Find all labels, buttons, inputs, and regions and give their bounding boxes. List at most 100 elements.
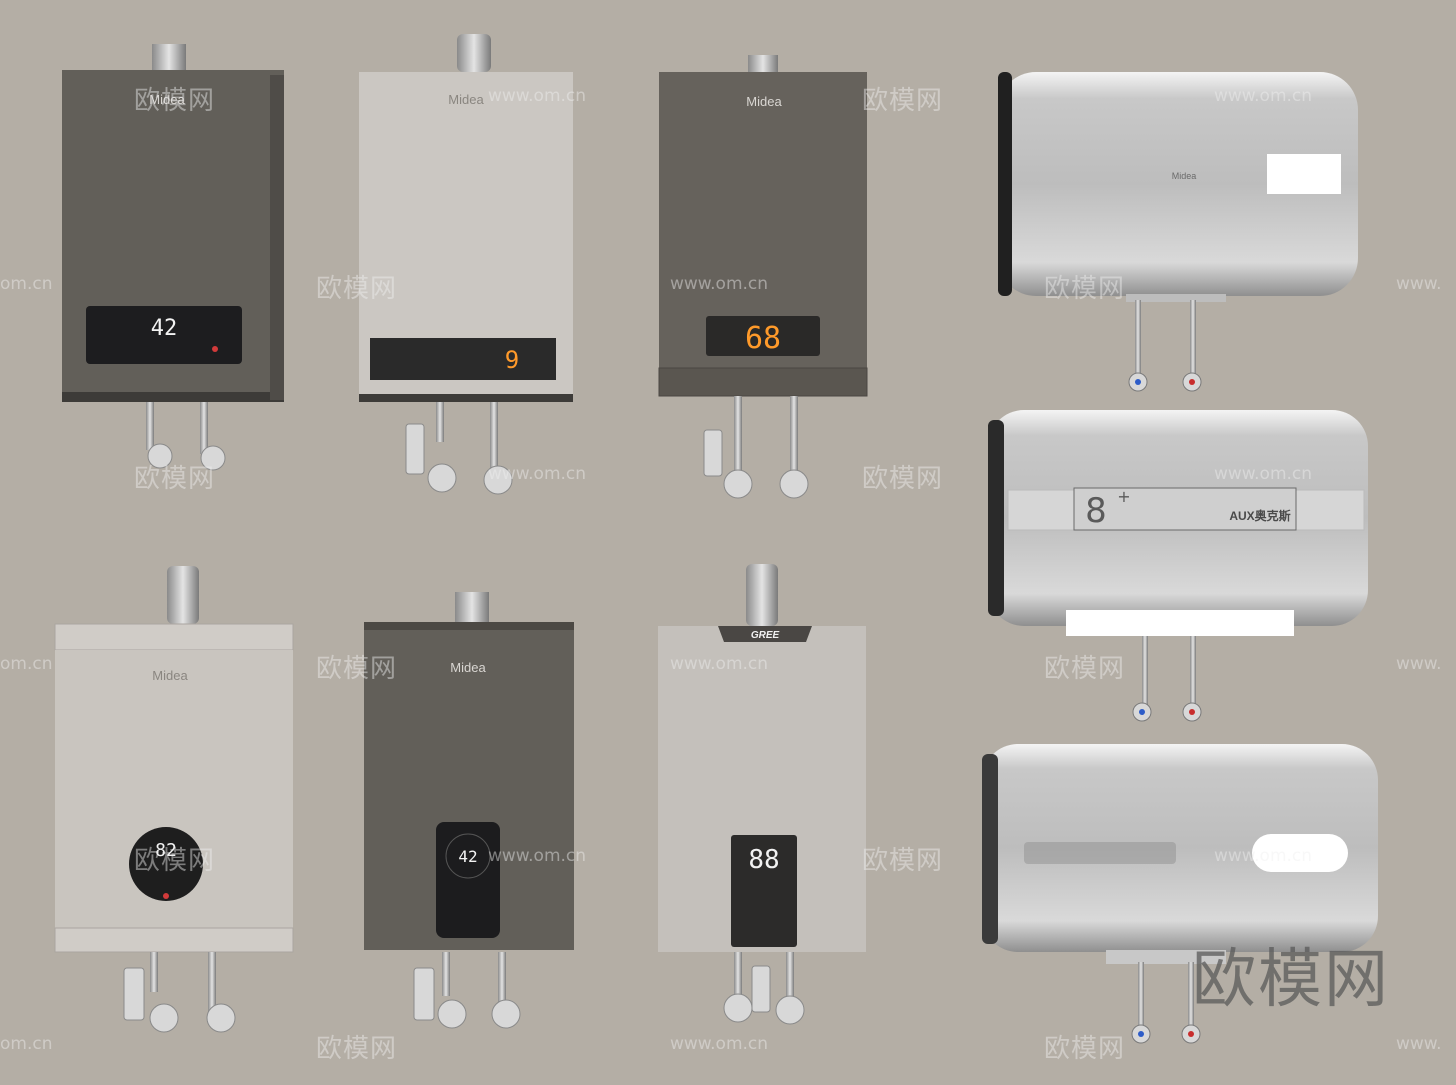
- flue-pipe: [748, 55, 778, 73]
- heater-6: GREE 88: [658, 564, 866, 1025]
- blurred-brand-strip: [1024, 842, 1176, 864]
- cold-pipe: [1138, 962, 1144, 1028]
- brand-logo: Midea: [450, 660, 486, 675]
- cold-indicator-icon: [1135, 379, 1141, 385]
- hot-pipe: [1188, 962, 1194, 1028]
- hot-indicator-icon: [1189, 379, 1195, 385]
- brand-plate: [718, 626, 812, 642]
- heater-5: Midea 42: [364, 592, 574, 1029]
- warranty-badge-plus: +: [1117, 487, 1130, 506]
- brand-logo: Midea: [1172, 171, 1197, 181]
- outlet-fitting: [200, 445, 226, 471]
- flue-pipe: [455, 592, 489, 622]
- power-indicator-icon: [212, 346, 218, 352]
- heater-top-cap: [54, 623, 294, 651]
- brand-logo: Midea: [448, 92, 484, 107]
- brand-logo: GREE: [751, 630, 780, 641]
- power-indicator-icon: [163, 893, 169, 899]
- inlet-pipe: [734, 952, 742, 996]
- outlet-fitting: [779, 469, 809, 499]
- cold-pipe: [1142, 636, 1148, 708]
- tank-body: [982, 744, 1378, 952]
- inlet-pipe: [436, 402, 444, 442]
- pipe-bracket: [1106, 950, 1226, 964]
- hot-indicator-icon: [1188, 1031, 1194, 1037]
- tank-body: [998, 72, 1358, 296]
- flue-pipe: [457, 34, 491, 72]
- inlet-valve: [413, 967, 435, 1021]
- control-panel: [731, 835, 797, 947]
- cold-indicator-icon: [1139, 709, 1145, 715]
- inlet-fitting: [149, 1003, 179, 1033]
- inlet-valve: [703, 429, 723, 477]
- hot-indicator-icon: [1189, 709, 1195, 715]
- outlet-fitting: [775, 995, 805, 1025]
- inlet-valve: [123, 967, 145, 1021]
- temperature-display: 42: [458, 847, 477, 866]
- heater-base: [359, 394, 573, 402]
- tank-heater-3: [982, 744, 1378, 1044]
- outlet-fitting: [491, 999, 521, 1029]
- outlet-fitting: [206, 1003, 236, 1033]
- outlet-pipe: [200, 402, 208, 454]
- brand-logo: AUX奥克斯: [1229, 508, 1290, 523]
- heater-2: Midea 9: [359, 34, 573, 495]
- inlet-pipe: [734, 396, 742, 472]
- heater-3: Midea 68: [658, 55, 868, 499]
- temperature-display: 82: [155, 840, 177, 861]
- outlet-pipe: [498, 952, 506, 1010]
- control-panel: [86, 306, 242, 364]
- brand-logo: Midea: [152, 668, 188, 683]
- outlet-pipe: [208, 952, 216, 1012]
- warranty-badge: 8: [1085, 491, 1107, 531]
- tank-end-cap: [982, 754, 998, 944]
- control-dial: [129, 827, 203, 901]
- outlet-pipe: [786, 952, 794, 1008]
- heater-1: Midea 42: [62, 44, 284, 471]
- heater-lower-panel: [658, 367, 868, 397]
- inlet-fitting: [723, 993, 753, 1023]
- inlet-fitting: [427, 463, 457, 493]
- outlet-fitting: [483, 465, 513, 495]
- control-panel: [370, 338, 556, 380]
- flue-pipe: [152, 44, 186, 72]
- inlet-fitting: [437, 999, 467, 1029]
- tank-vent-grille: [988, 420, 1004, 616]
- hot-pipe: [1190, 300, 1196, 376]
- display-ring: [445, 833, 491, 879]
- heater-bottom-cap: [54, 927, 294, 953]
- display-window: [1267, 154, 1341, 194]
- pipe-bracket: [1126, 294, 1226, 302]
- heater-side: [270, 75, 284, 400]
- inlet-valve: [405, 423, 425, 475]
- temperature-display: 42: [151, 316, 178, 341]
- heater-top-edge: [364, 622, 574, 630]
- tank-end-cap: [998, 72, 1012, 296]
- hot-pipe: [1190, 636, 1196, 708]
- control-panel: [436, 822, 500, 938]
- heater-4: Midea 82: [54, 566, 294, 1033]
- cold-pipe: [1135, 300, 1141, 376]
- brand-logo: Midea: [149, 92, 185, 107]
- temperature-display: 9: [505, 346, 519, 374]
- inlet-pipe: [146, 402, 154, 450]
- inlet-pipe: [442, 952, 450, 996]
- inlet-valve: [147, 443, 173, 469]
- outlet-pipe: [490, 402, 498, 468]
- inlet-pipe: [150, 952, 158, 992]
- brand-logo: Midea: [746, 94, 782, 109]
- flue-pipe: [746, 564, 778, 626]
- temperature-display: 88: [748, 845, 779, 875]
- inlet-fitting: [723, 469, 753, 499]
- info-panel: [1073, 487, 1297, 531]
- control-panel: [706, 316, 820, 356]
- display-window: [1252, 834, 1348, 872]
- tank-heater-2: 8 + AUX奥克斯: [988, 410, 1368, 722]
- display-window: [1066, 610, 1294, 636]
- tank-heater-1: Midea: [998, 72, 1358, 392]
- heater-base: [62, 392, 284, 402]
- outlet-pipe: [790, 396, 798, 476]
- temperature-display: 68: [745, 321, 781, 356]
- cold-indicator-icon: [1138, 1031, 1144, 1037]
